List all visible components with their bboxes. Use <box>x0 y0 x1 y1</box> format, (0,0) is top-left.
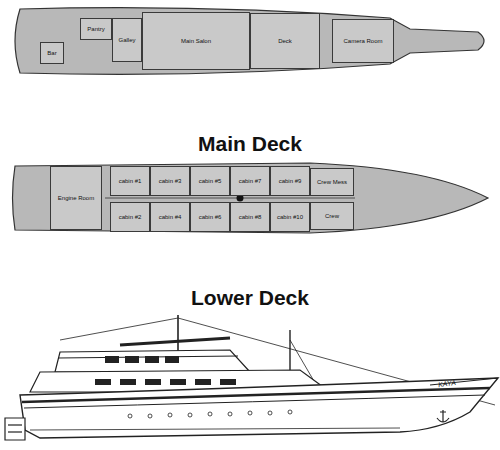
room-name: cabin #6 <box>199 214 222 221</box>
cabin-box: cabin #1 <box>110 166 150 196</box>
room-name: cabin #1 <box>119 178 142 185</box>
room-box: Bar <box>40 42 64 64</box>
cabin-box: cabin #10 <box>270 202 310 232</box>
room-name: cabin #2 <box>119 214 142 221</box>
cabin-box: cabin #9 <box>270 166 310 196</box>
room-name: Engine Room <box>58 195 94 202</box>
room-name: Deck <box>278 38 292 45</box>
cabin-box: cabin #2 <box>110 202 150 232</box>
deck-heading: Lower Deck <box>10 286 490 310</box>
lower-deck-plan: Lower DeckEngine Roomcabin #1cabin #2cab… <box>10 158 490 238</box>
cabin-box: cabin #7 <box>230 166 270 196</box>
room-name: cabin #10 <box>277 214 303 221</box>
room-box: Pantry <box>80 18 112 40</box>
corridor-line <box>105 198 355 199</box>
room-name: cabin #4 <box>159 214 182 221</box>
room-name: Crew <box>325 213 339 220</box>
room-box: Engine Room <box>50 166 102 230</box>
room-name: Galley <box>118 37 135 44</box>
room-box: Main Salon <box>142 12 250 70</box>
hull-outline <box>15 8 484 75</box>
cabin-box: cabin #4 <box>150 202 190 232</box>
hull-outline <box>13 163 489 233</box>
room-name: Pantry <box>87 26 104 33</box>
room-name: Crew Mess <box>317 179 347 186</box>
room-box: Deck <box>250 13 320 69</box>
room-name: Bar <box>47 50 56 57</box>
cabin-box: cabin #6 <box>190 202 230 232</box>
room-name: cabin #5 <box>199 178 222 185</box>
cabin-box: cabin #8 <box>230 202 270 232</box>
main-deck-plan: Main DeckBarPantryGalleyMain SalonDeckCa… <box>10 4 490 78</box>
room-name: cabin #7 <box>239 178 262 185</box>
room-name: Camera Room <box>343 38 382 45</box>
room-name: cabin #9 <box>279 178 302 185</box>
room-box: Galley <box>112 18 142 62</box>
deck-heading: Main Deck <box>10 132 490 156</box>
crew-box: Crew Mess <box>310 168 354 196</box>
cabin-box: cabin #3 <box>150 166 190 196</box>
room-name: cabin #8 <box>239 214 262 221</box>
room-name: Main Salon <box>181 38 211 45</box>
room-name: cabin #3 <box>159 178 182 185</box>
crew-box: Crew <box>310 202 354 230</box>
room-box: Camera Room <box>332 19 394 63</box>
cabin-box: cabin #5 <box>190 166 230 196</box>
